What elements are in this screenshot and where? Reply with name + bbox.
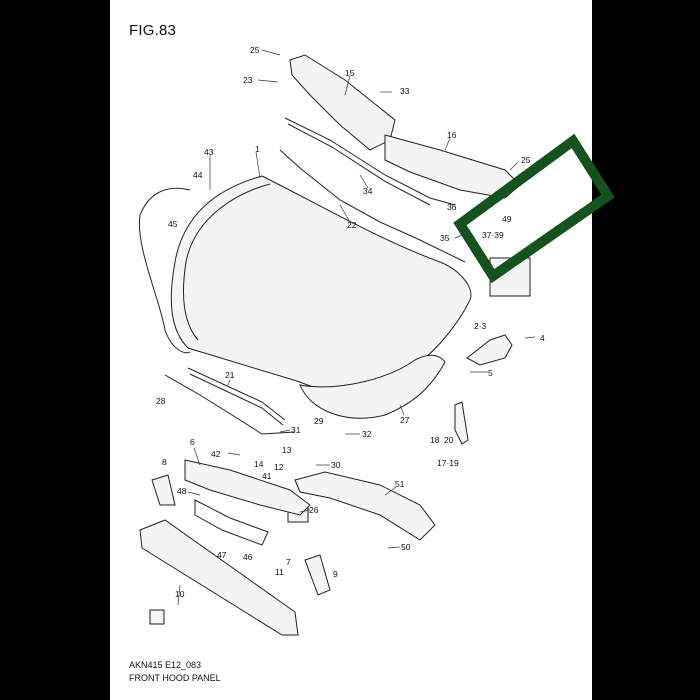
callout: 9 (333, 569, 338, 579)
hood-hinge (466, 334, 513, 366)
callout: 5 (488, 368, 493, 378)
callout: 34 (363, 186, 373, 196)
side-bracket-right (304, 554, 331, 596)
front-bracket-small (149, 609, 165, 625)
callout: 42 (211, 449, 221, 459)
air-guide-panel (294, 471, 436, 541)
callout: 11 (275, 567, 284, 577)
parts-diagram-sheet: FIG.83 (110, 0, 592, 700)
callout: 27 (400, 415, 410, 425)
callout: 1 (255, 144, 260, 154)
callout: 21 (225, 370, 235, 380)
figure-title: FIG.83 (129, 22, 177, 39)
lower-member (194, 499, 269, 546)
callout: 10 (175, 589, 185, 599)
callout: 22 (347, 220, 357, 230)
callout: 18 (430, 435, 440, 445)
hood-bracket (454, 401, 469, 445)
callout: 8 (162, 457, 167, 467)
callout: 2·3 (474, 321, 487, 331)
bumper-reinforcement (139, 519, 299, 636)
side-bracket-left (151, 474, 176, 506)
callout: 46 (243, 552, 253, 562)
callout: 36 (447, 202, 457, 212)
callout: 29 (314, 416, 324, 426)
callout: 43 (204, 147, 214, 157)
callout: 48 (177, 486, 187, 496)
callout: 51 (395, 479, 405, 489)
callout-labels: 25 23 15 33 16 25 1 43 44 34 36 49 22 45… (156, 45, 545, 599)
callout: 37·39 (482, 230, 504, 240)
callout: 12 (274, 462, 284, 472)
callout: 49 (502, 214, 512, 224)
callout: 32 (362, 429, 372, 439)
hood-panel-inner-line (182, 183, 271, 341)
radiator-support-upper (184, 459, 311, 516)
callout: 41 (262, 471, 272, 481)
washer-hose (138, 187, 191, 354)
callout: 35 (440, 233, 450, 243)
cowl-seal-lower (287, 123, 431, 206)
callout: 33 (400, 86, 410, 96)
callout: 20 (444, 435, 454, 445)
callout: 25 (250, 45, 260, 55)
callout: 23 (243, 75, 253, 85)
callout: 31 (291, 425, 301, 435)
callout: 45 (168, 219, 178, 229)
callout: 16 (447, 130, 457, 140)
callout: 15 (345, 68, 355, 78)
diagram-code: AKN415 E12_083 (129, 660, 202, 670)
hood-seal-strip (187, 367, 286, 421)
callout: 50 (401, 542, 411, 552)
cowl-seal (284, 117, 456, 206)
cowl-top-panel (289, 54, 396, 151)
callout: 44 (193, 170, 203, 180)
hood-seal-strip-2 (189, 373, 284, 426)
callout: 30 (331, 460, 341, 470)
hood-inner-panel (299, 354, 446, 419)
release-cable (164, 374, 296, 435)
callout: 7 (286, 557, 291, 567)
callout: 25 (521, 155, 531, 165)
hood-stay-rod (279, 149, 466, 263)
callout: 14 (254, 459, 264, 469)
callout: 17·19 (437, 458, 459, 468)
exploded-view-drawing (138, 49, 536, 636)
callout: 4 (540, 333, 545, 343)
callout: 28 (156, 396, 166, 406)
callout: 47 (217, 550, 227, 560)
callout: 13 (282, 445, 292, 455)
figure-caption: FRONT HOOD PANEL (129, 673, 221, 683)
cowl-grille (384, 134, 521, 199)
callout: 6 (190, 437, 195, 447)
highlight-box (453, 133, 615, 284)
callout: 26 (309, 505, 319, 515)
